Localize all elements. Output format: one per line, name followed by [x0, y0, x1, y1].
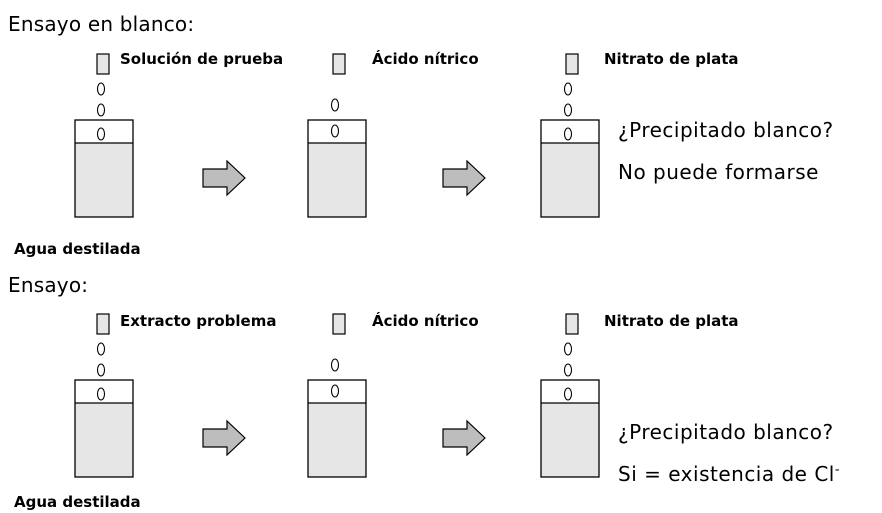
blank-water-label: Agua destilada [14, 240, 141, 258]
test-drop-2b [330, 384, 340, 398]
blank-result-question: ¿Precipitado blanco? [618, 118, 834, 142]
blank-beaker-1-liquid [75, 143, 133, 217]
test-drop-1b [96, 363, 106, 377]
test-beaker-2-liquid [308, 403, 366, 477]
test-result-answer-text: Si = existencia de Cl [618, 462, 835, 486]
test-drop-1a [96, 342, 106, 356]
blank-drop-3b [563, 103, 573, 117]
reagent-label-nitric-acid-2: Ácido nítrico [372, 312, 479, 330]
test-result-answer: Si = existencia de Cl- [618, 462, 840, 486]
blank-beaker-2 [307, 119, 367, 218]
blank-dropper-2 [332, 53, 346, 75]
test-beaker-3 [540, 379, 600, 478]
reagent-label-test-solution: Solución de prueba [120, 50, 284, 68]
reagent-label-silver-nitrate-2: Nitrato de plata [604, 312, 739, 330]
blank-drop-1b [96, 103, 106, 117]
blank-beaker-3-liquid [541, 143, 599, 217]
blank-beaker-3 [540, 119, 600, 218]
reagent-label-silver-nitrate: Nitrato de plata [604, 50, 739, 68]
blank-arrow-2 [442, 159, 486, 197]
test-arrow-2 [442, 419, 486, 457]
test-drop-3a [563, 342, 573, 356]
test-drop-1c [96, 387, 106, 401]
test-arrow-1 [202, 419, 246, 457]
test-beaker-2 [307, 379, 367, 478]
test-beaker-1 [74, 379, 134, 478]
test-drop-3c [563, 387, 573, 401]
test-beaker-1-liquid [75, 403, 133, 477]
test-title: Ensayo: [8, 273, 89, 297]
test-drop-3b [563, 363, 573, 377]
test-water-label: Agua destilada [14, 493, 141, 511]
blank-drop-2a [330, 98, 340, 112]
reagent-label-nitric-acid: Ácido nítrico [372, 50, 479, 68]
blank-result-answer: No puede formarse [618, 160, 819, 184]
test-result-question: ¿Precipitado blanco? [618, 420, 834, 444]
test-dropper-1 [96, 313, 110, 335]
blank-drop-2b [330, 124, 340, 138]
blank-beaker-2-liquid [308, 143, 366, 217]
test-drop-2a [330, 358, 340, 372]
blank-beaker-1 [74, 119, 134, 218]
blank-drop-3c [563, 127, 573, 141]
blank-drop-3a [563, 82, 573, 96]
reagent-label-problem-extract: Extracto problema [120, 312, 277, 330]
blank-arrow-1 [202, 159, 246, 197]
test-dropper-3 [565, 313, 579, 335]
blank-dropper-1 [96, 53, 110, 75]
blank-dropper-3 [565, 53, 579, 75]
chloride-charge: - [834, 462, 841, 478]
blank-test-title: Ensayo en blanco: [8, 12, 195, 36]
blank-drop-1a [96, 82, 106, 96]
test-dropper-2 [332, 313, 346, 335]
test-beaker-3-liquid [541, 403, 599, 477]
blank-drop-1c [96, 127, 106, 141]
